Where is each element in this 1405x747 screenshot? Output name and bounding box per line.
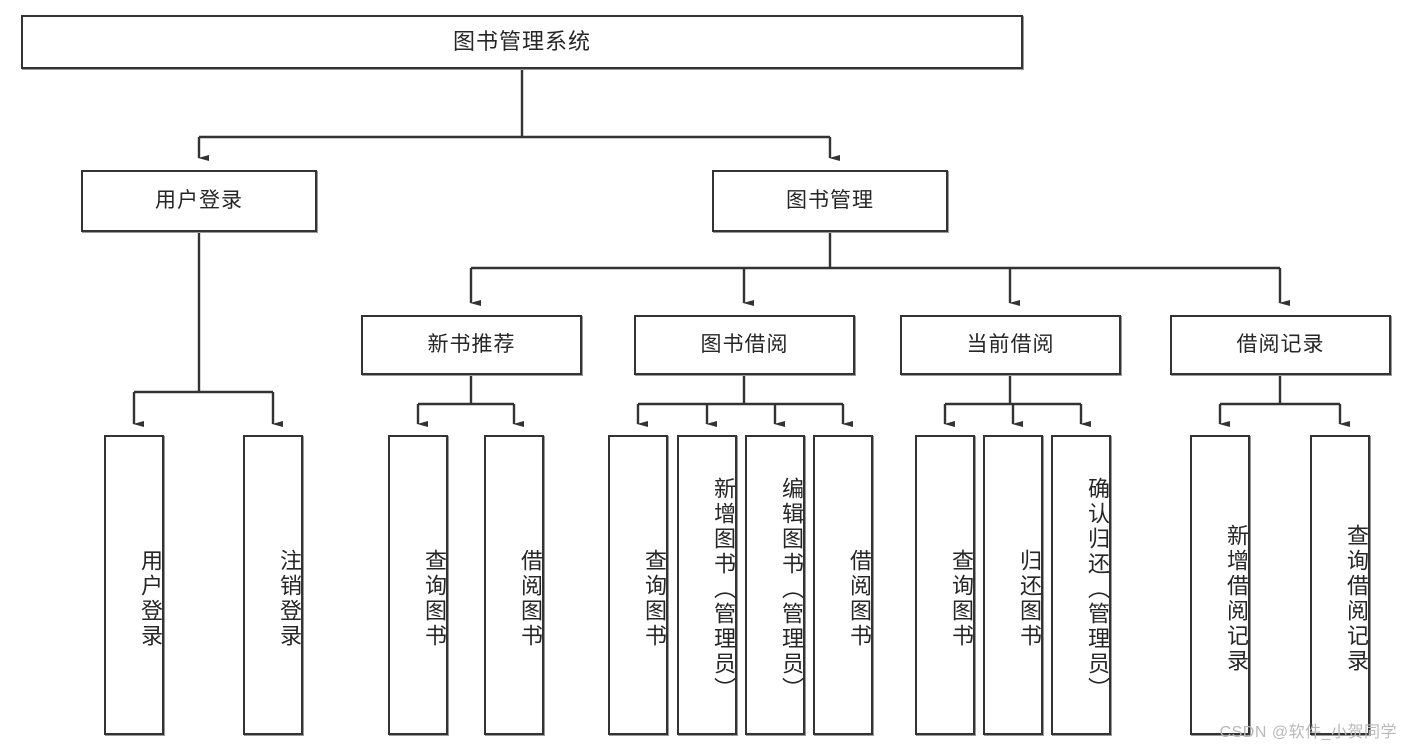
node-borrow-record[interactable]: 借阅记录	[1170, 315, 1391, 375]
node-borrow-record-label: 借阅记录	[1236, 333, 1325, 357]
node-book-manage[interactable]: 图书管理	[712, 170, 948, 232]
leaf-query-borrow-record-label: 查询借阅记录	[1344, 524, 1369, 674]
leaf-borrow-book-recommend-label: 借阅图书	[518, 549, 543, 649]
leaf-return-book-label: 归还图书	[1017, 549, 1042, 649]
node-root-system-label: 图书管理系统	[452, 28, 591, 54]
leaf-borrow-book-label: 借阅图书	[847, 549, 872, 649]
node-user-login[interactable]: 用户登录	[81, 170, 317, 232]
leaf-edit-book-admin-label: 编辑图书（管理员）	[779, 476, 804, 702]
leaf-query-book-current-label: 查询图书	[949, 549, 974, 649]
leaf-return-book[interactable]: 归还图书	[983, 435, 1043, 735]
leaf-add-borrow-record-label: 新增借阅记录	[1224, 524, 1249, 674]
node-current-borrow[interactable]: 当前借阅	[900, 315, 1121, 375]
leaf-query-book-borrow[interactable]: 查询图书	[608, 435, 668, 735]
leaf-add-book-admin-label: 新增图书（管理员）	[711, 476, 736, 702]
leaf-query-book-current[interactable]: 查询图书	[915, 435, 975, 735]
leaf-edit-book-admin[interactable]: 编辑图书（管理员）	[745, 435, 805, 735]
leaf-logout-login-label: 注销登录	[277, 549, 302, 649]
leaf-add-book-admin[interactable]: 新增图书（管理员）	[677, 435, 737, 735]
leaf-confirm-return-admin[interactable]: 确认归还（管理员）	[1051, 435, 1111, 735]
node-root-system[interactable]: 图书管理系统	[21, 15, 1023, 69]
node-new-book-recommend[interactable]: 新书推荐	[361, 315, 582, 375]
node-new-book-recommend-label: 新书推荐	[427, 333, 516, 357]
leaf-query-borrow-record[interactable]: 查询借阅记录	[1310, 435, 1370, 735]
leaf-user-login[interactable]: 用户登录	[104, 435, 164, 735]
leaf-query-book-recommend[interactable]: 查询图书	[388, 435, 448, 735]
node-current-borrow-label: 当前借阅	[966, 333, 1055, 357]
leaf-user-login-label: 用户登录	[138, 549, 163, 649]
node-book-borrow[interactable]: 图书借阅	[634, 315, 855, 375]
csdn-watermark: CSDN @软件_小贺同学	[1219, 724, 1397, 741]
leaf-query-book-borrow-label: 查询图书	[642, 549, 667, 649]
leaf-query-book-recommend-label: 查询图书	[422, 549, 447, 649]
node-user-login-label: 用户登录	[155, 189, 243, 213]
leaf-add-borrow-record[interactable]: 新增借阅记录	[1190, 435, 1250, 735]
leaf-borrow-book[interactable]: 借阅图书	[813, 435, 873, 735]
node-book-manage-label: 图书管理	[786, 189, 874, 213]
leaf-borrow-book-recommend[interactable]: 借阅图书	[484, 435, 544, 735]
leaf-confirm-return-admin-label: 确认归还（管理员）	[1085, 476, 1110, 702]
leaf-logout-login[interactable]: 注销登录	[243, 435, 303, 735]
node-book-borrow-label: 图书借阅	[700, 333, 789, 357]
